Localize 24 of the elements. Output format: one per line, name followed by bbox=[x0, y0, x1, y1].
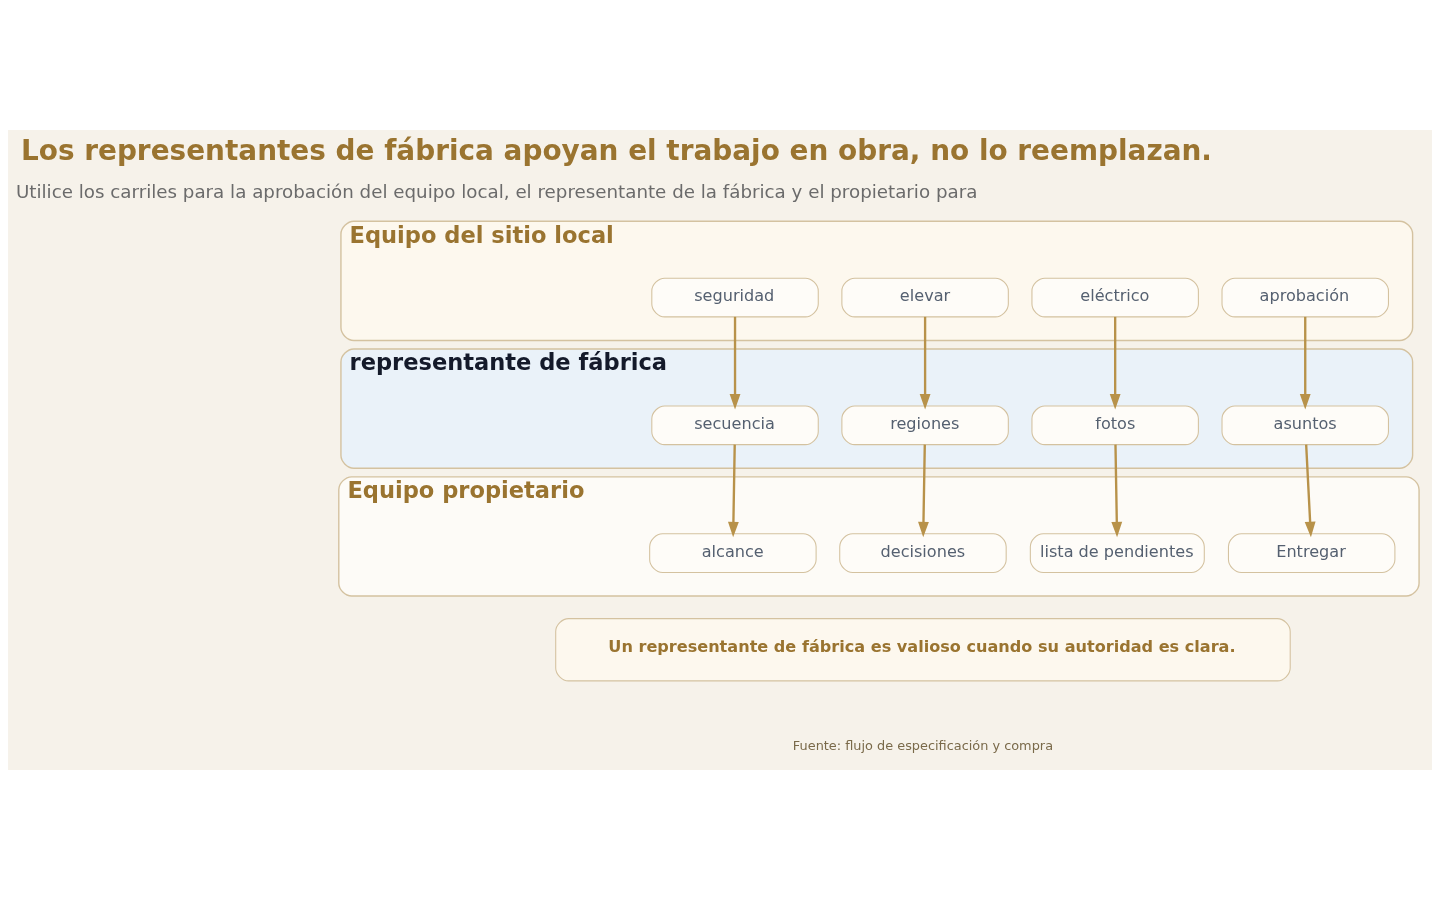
node-box: Un representante de fábrica es valioso cuando su autoridad es clara. bbox=[555, 618, 1291, 682]
arrow bbox=[1111, 444, 1123, 538]
node-box: alcance bbox=[649, 533, 817, 573]
node-box: regiones bbox=[841, 405, 1009, 446]
arrow bbox=[1304, 444, 1316, 538]
node-box: Entregar bbox=[1227, 533, 1396, 573]
arrow bbox=[727, 444, 739, 538]
arrow bbox=[729, 316, 741, 410]
label: Utilice los carriles para la aprobación del equipo local, el representante de la fábrica y el propietario para bbox=[15, 180, 978, 202]
node-box: lista de pendientes bbox=[1029, 533, 1205, 573]
node-box: seguridad bbox=[651, 277, 819, 318]
node-box: secuencia bbox=[651, 405, 819, 446]
arrow bbox=[1299, 316, 1311, 410]
node-box: eléctrico bbox=[1031, 277, 1199, 318]
label: Fuente: flujo de especificación y compra bbox=[792, 737, 1054, 753]
arrow bbox=[918, 444, 929, 538]
arrow bbox=[1109, 316, 1121, 410]
node-box: elevar bbox=[841, 277, 1009, 318]
node-box: decisiones bbox=[839, 533, 1007, 573]
diagram-title: Los representantes de fábrica apoyan el trabajo en obra, no lo reemplazan. bbox=[20, 133, 1212, 167]
node-box: fotos bbox=[1031, 405, 1199, 446]
node-box: asuntos bbox=[1221, 405, 1389, 446]
arrow bbox=[919, 316, 931, 410]
node-box: aprobación bbox=[1221, 277, 1389, 318]
